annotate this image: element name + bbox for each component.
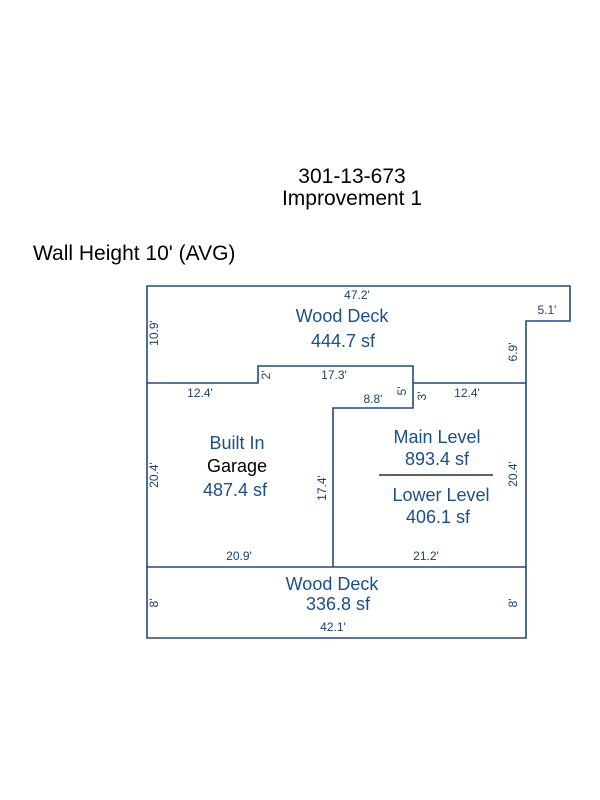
top-deck-sf: 444.7 sf — [311, 331, 376, 351]
parcel-id: 301-13-673 — [298, 165, 406, 188]
dim-small-step: 3' — [415, 392, 429, 401]
dim-garage-bottom: 20.9' — [226, 549, 252, 563]
dim-left-segment: 12.4' — [187, 386, 213, 400]
dim-right-deck-height: 6.9' — [506, 343, 520, 362]
garage-line2: Garage — [207, 456, 267, 476]
dim-right-segment: 12.4' — [454, 386, 480, 400]
dim-step-height: 5' — [395, 387, 409, 396]
dim-bottom-right-height: 8' — [506, 599, 520, 608]
top-deck-name: Wood Deck — [296, 306, 390, 326]
dim-main-bottom: 21.2' — [413, 549, 439, 563]
deck-house-divider — [147, 365, 526, 384]
main-level-name: Main Level — [393, 427, 480, 447]
dim-left-deck-height: 10.9' — [147, 320, 161, 346]
dim-notch-width: 5.1' — [538, 303, 557, 317]
dim-bottom-left-height: 8' — [147, 599, 161, 608]
dim-bump-height: 2' — [259, 371, 273, 380]
garage-main-divider — [332, 383, 414, 567]
dim-bottom-width: 42.1' — [320, 620, 346, 634]
lower-level-name: Lower Level — [392, 485, 489, 505]
garage-sf: 487.4 sf — [203, 480, 268, 500]
main-level-sf: 893.4 sf — [405, 449, 470, 469]
top-deck-outline — [146, 285, 571, 383]
bottom-deck-outline — [146, 567, 527, 639]
bottom-deck-name: Wood Deck — [286, 574, 380, 594]
dim-garage-inner-height: 17.4' — [315, 475, 329, 501]
dim-garage-height: 20.4' — [147, 462, 161, 488]
dim-top-width: 47.2' — [344, 288, 370, 302]
lower-level-sf: 406.1 sf — [406, 507, 471, 527]
bottom-deck-sf: 336.8 sf — [306, 594, 371, 614]
wall-height-label: Wall Height 10' (AVG) — [33, 242, 236, 265]
dim-main-height: 20.4' — [506, 461, 520, 487]
house-outline — [146, 383, 527, 568]
garage-line1: Built In — [209, 433, 264, 453]
dim-bump-width: 17.3' — [321, 368, 347, 382]
improvement-label: Improvement 1 — [281, 187, 423, 210]
dim-step-width: 8.8' — [364, 392, 383, 406]
